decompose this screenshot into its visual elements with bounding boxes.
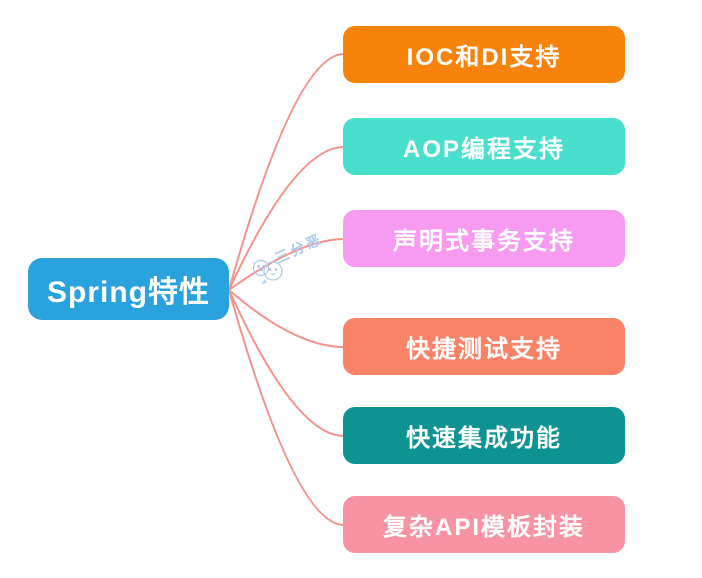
branch-node-quick-testing[interactable]: 快捷测试支持 [343,318,625,375]
branch-node-fast-integration[interactable]: 快速集成功能 [343,407,625,464]
branch-node-label: IOC和DI支持 [406,44,562,71]
edge-to-branch-integration [228,289,345,437]
root-node-spring-features[interactable]: Spring特性 [28,258,229,320]
branch-node-declarative-transaction[interactable]: 声明式事务支持 [343,210,625,267]
edge-to-branch-transaction [228,238,345,291]
edge-to-branch-testing [228,289,345,348]
branch-node-label: 快捷测试支持 [406,336,562,363]
edge-to-branch-api-template [228,289,345,526]
edge-to-branch-ioc-di [228,53,345,291]
branch-node-api-template[interactable]: 复杂API模板封装 [343,496,625,553]
branch-node-label: 快速集成功能 [406,425,562,452]
root-node-label: Spring特性 [47,276,210,309]
branch-node-label: 声明式事务支持 [393,228,575,255]
edge-to-branch-aop [228,146,345,291]
branch-node-label: AOP编程支持 [402,136,565,163]
branch-node-ioc-di[interactable]: IOC和DI支持 [343,26,625,83]
branch-node-label: 复杂API模板封装 [382,514,585,541]
branch-node-aop[interactable]: AOP编程支持 [343,118,625,175]
